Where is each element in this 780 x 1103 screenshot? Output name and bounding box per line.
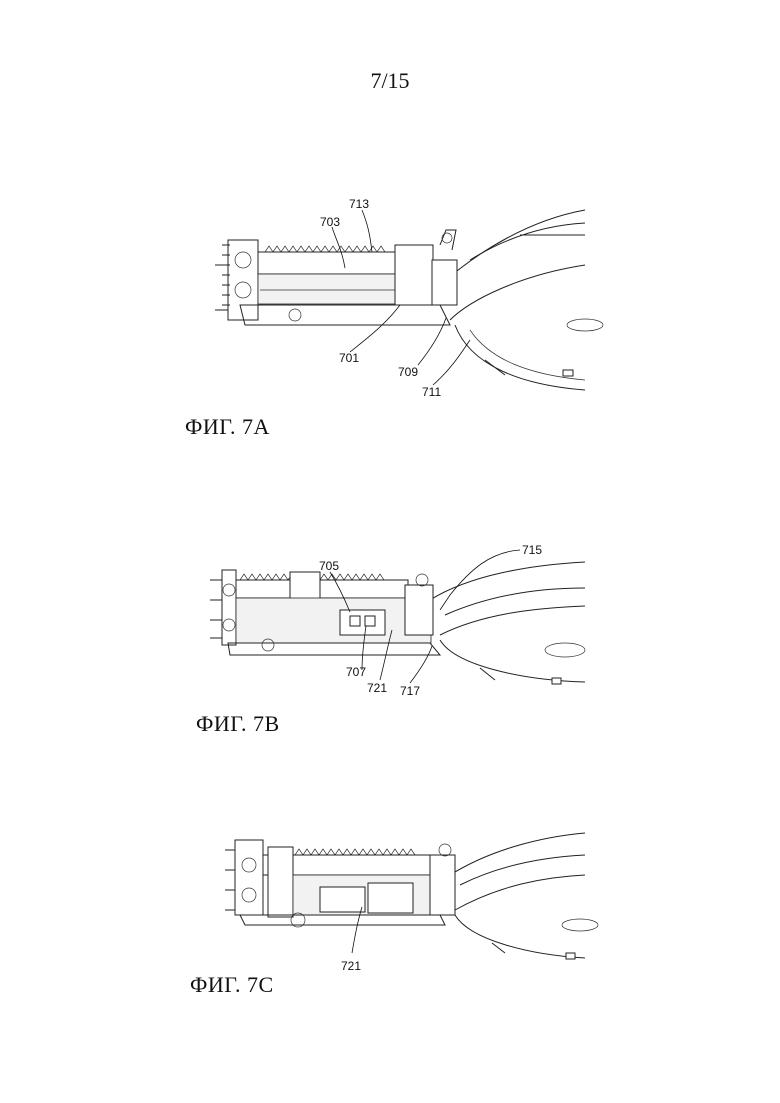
figure-7c-drawing: 721 bbox=[0, 825, 780, 975]
figure-7a: 713 703 701 709 711 bbox=[0, 190, 780, 410]
ref-717: 717 bbox=[400, 684, 420, 698]
caption-fig-7b: ФИГ. 7B bbox=[196, 711, 280, 737]
ref-711: 711 bbox=[422, 385, 441, 399]
ref-721c: 721 bbox=[341, 959, 361, 973]
disc-housing-7a bbox=[440, 210, 603, 390]
ref-721: 721 bbox=[367, 681, 387, 695]
figure-7a-drawing: 713 703 701 709 711 bbox=[0, 190, 780, 410]
figure-7b-drawing: 705 715 707 721 717 bbox=[0, 540, 780, 710]
caption-fig-7c: ФИГ. 7C bbox=[190, 972, 274, 998]
gear-7b bbox=[210, 570, 236, 645]
ref-707: 707 bbox=[346, 665, 366, 679]
rack-body-7b bbox=[228, 572, 440, 655]
ref-705: 705 bbox=[319, 559, 339, 573]
gear-7c bbox=[225, 840, 263, 915]
rack-body-7c bbox=[240, 844, 455, 927]
figure-7c: 721 bbox=[0, 825, 780, 975]
ref-715: 715 bbox=[522, 543, 542, 557]
ref-701: 701 bbox=[339, 351, 359, 365]
ref-713: 713 bbox=[349, 197, 369, 211]
ref-703: 703 bbox=[320, 215, 340, 229]
rack-body-7a bbox=[240, 230, 457, 325]
disc-housing-7b bbox=[430, 562, 585, 684]
page-number: 7/15 bbox=[0, 68, 780, 94]
caption-fig-7a: ФИГ. 7A bbox=[185, 414, 270, 440]
figure-7b: 705 715 707 721 717 bbox=[0, 540, 780, 710]
disc-housing-7c bbox=[450, 833, 598, 959]
ref-709: 709 bbox=[398, 365, 418, 379]
gear-7a bbox=[215, 240, 258, 320]
